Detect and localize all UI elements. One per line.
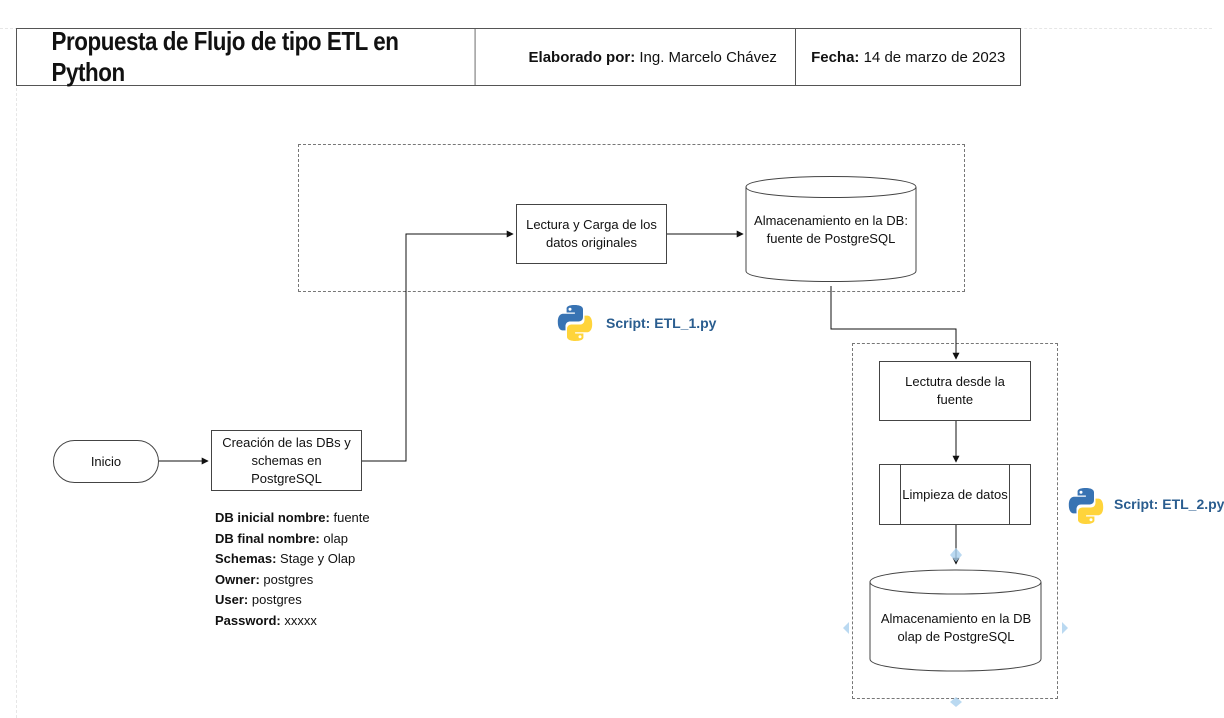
note-db-final: DB final nombre: olap: [215, 530, 348, 546]
date-cell: Fecha: 14 de marzo de 2023: [796, 29, 1020, 85]
note-db-initial: DB inicial nombre: fuente: [215, 510, 370, 525]
arrow-create-to-read-load[interactable]: [362, 230, 514, 462]
db-config-notes: DB inicial nombre: fuente DB final nombr…: [215, 508, 370, 631]
etl1-group[interactable]: [298, 144, 965, 292]
store-olap-cylinder[interactable]: [869, 569, 1042, 672]
store-source-cylinder[interactable]: [745, 176, 917, 282]
python-logo-icon: [1068, 488, 1104, 524]
diamond-handle-icon[interactable]: [950, 548, 962, 562]
author-label: Elaborado por:: [528, 48, 636, 66]
note-owner: Owner: postgres: [215, 571, 314, 587]
right-handle-icon[interactable]: [1062, 622, 1068, 634]
canvas-guide-vertical: [16, 88, 17, 718]
diagram-header: Propuesta de Flujo de tipo ETL en Python…: [16, 26, 1021, 87]
note-schemas: Schemas: Stage y Olap: [215, 551, 356, 566]
diagram-title: Propuesta de Flujo de tipo ETL en Python: [52, 26, 476, 87]
etl1-script-label: Script: ETL_1.py: [606, 315, 717, 331]
left-handle-icon[interactable]: [843, 622, 849, 634]
read-source-box[interactable]: Lectutra desde la fuente: [879, 361, 1031, 421]
store-source-label: Almacenamiento en la DB: fuente de Postg…: [754, 213, 908, 246]
date-label: Fecha:: [811, 48, 860, 66]
author-value: Ing. Marcelo Chávez: [639, 48, 777, 66]
diamond-handle-icon[interactable]: [950, 697, 962, 707]
author-cell: Elaborado por: Ing. Marcelo Chávez: [510, 29, 797, 85]
read-load-box[interactable]: Lectura y Carga de los datos originales: [516, 204, 667, 264]
start-terminal[interactable]: Inicio: [53, 440, 159, 483]
create-dbs-box[interactable]: Creación de las DBs y schemas en Postgre…: [211, 430, 362, 491]
note-password: Password: xxxxx: [215, 612, 317, 628]
store-olap-label: Almacenamiento en la DB olap de PostgreS…: [880, 611, 1032, 644]
date-value: 14 de marzo de 2023: [863, 48, 1006, 66]
python-logo-icon: [557, 305, 593, 341]
cleaning-subprocess-box[interactable]: Limpieza de datos: [879, 464, 1031, 525]
note-user: User: postgres: [215, 592, 302, 607]
etl2-script-label: Script: ETL_2.py: [1114, 496, 1224, 512]
arrow-store-source-to-read-source[interactable]: [830, 286, 960, 360]
